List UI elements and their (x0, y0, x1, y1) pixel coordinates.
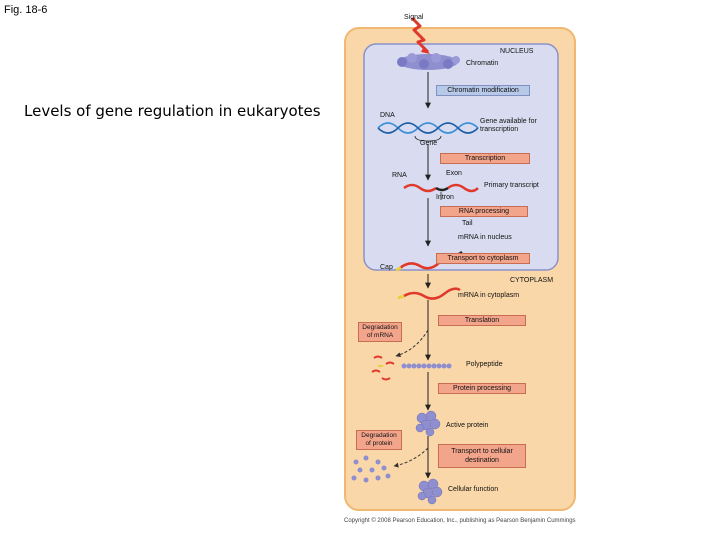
copyright-notice: Copyright © 2008 Pearson Education, Inc.… (344, 518, 576, 524)
functional-protein-icon (417, 478, 443, 505)
primary-transcript-icon (403, 183, 479, 193)
dna-helix-icon (377, 122, 479, 134)
degradation-protein-box: Degradation of protein (356, 430, 402, 450)
mrna-cytoplasm-label: mRNA in cytoplasm (458, 292, 520, 299)
dna-label: DNA (380, 112, 395, 119)
step-protein-processing: Protein processing (438, 383, 526, 394)
figure-label: Fig. 18-6 (4, 4, 48, 16)
step-transcription: Transcription (440, 153, 530, 164)
step-transport-destination: Transport to cellular destination (438, 444, 526, 468)
gene-bracket (414, 135, 442, 142)
cytoplasm-label: CYTOPLASM (510, 277, 554, 284)
polypeptide-label: Polypeptide (466, 361, 503, 368)
cap-label: Cap (380, 264, 393, 271)
mrna-nucleus-label: mRNA in nucleus (458, 234, 512, 241)
degraded-mrna-fragments (371, 355, 395, 381)
gene-label: Gene (420, 140, 438, 147)
signal-label: Signal (404, 14, 424, 21)
degraded-protein-fragments (351, 455, 391, 483)
mrna-cytoplasm-icon (397, 287, 461, 300)
step-chromatin-modification: Chromatin modification (436, 85, 530, 96)
active-protein-label: Active protein (446, 422, 489, 429)
cellular-function-label: Cellular function (448, 486, 499, 493)
polypeptide-icon (401, 363, 452, 369)
step-translation: Translation (438, 315, 526, 326)
gene-available-label: Gene available for transcription (480, 118, 537, 133)
primary-transcript-label: Primary transcript (484, 182, 539, 189)
nucleus-label: NUCLEUS (500, 48, 534, 55)
chromatin-icon (397, 53, 460, 70)
step-rna-processing: RNA processing (440, 206, 528, 217)
active-protein-icon (415, 410, 441, 437)
step-transport-cytoplasm: Transport to cytoplasm (436, 253, 530, 264)
intron-label: Intron (436, 194, 454, 201)
tail-label: Tail (462, 220, 473, 227)
page-title: Levels of gene regulation in eukaryotes (24, 102, 321, 120)
exon-label: Exon (446, 170, 462, 177)
degradation-mrna-box: Degradation of mRNA (358, 322, 402, 342)
rna-label: RNA (392, 172, 407, 179)
signal-lightning-icon (410, 16, 430, 54)
chromatin-label: Chromatin (466, 60, 499, 67)
